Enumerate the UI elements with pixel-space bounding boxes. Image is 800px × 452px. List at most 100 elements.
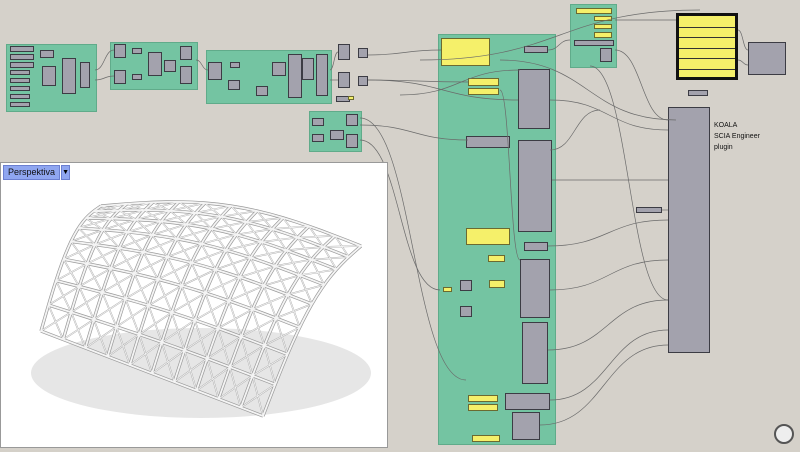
- component[interactable]: [80, 62, 90, 88]
- component[interactable]: [316, 54, 328, 96]
- yellow-panel[interactable]: [468, 395, 498, 402]
- yellow-panel[interactable]: [488, 255, 505, 262]
- yellow-panel[interactable]: [472, 435, 500, 442]
- component[interactable]: [358, 48, 368, 58]
- wire: [614, 49, 669, 121]
- component[interactable]: [288, 54, 302, 98]
- component[interactable]: [132, 48, 142, 54]
- component[interactable]: [524, 242, 548, 251]
- shell-member: [239, 276, 253, 310]
- viewport-tab[interactable]: Perspektiva: [3, 165, 61, 180]
- component[interactable]: [460, 306, 472, 317]
- component[interactable]: [272, 62, 286, 76]
- shell-member: [176, 238, 192, 263]
- yellow-panel[interactable]: [468, 404, 498, 411]
- component[interactable]: [148, 52, 162, 76]
- component[interactable]: [522, 322, 548, 384]
- component[interactable]: [10, 70, 30, 75]
- wire: [547, 39, 571, 51]
- shell-member: [86, 247, 120, 265]
- component[interactable]: [208, 62, 222, 80]
- chevron-down-icon[interactable]: ▼: [61, 165, 71, 180]
- yellow-panel[interactable]: [594, 24, 612, 29]
- component[interactable]: [460, 280, 472, 291]
- component[interactable]: [180, 66, 192, 84]
- yellow-panel[interactable]: [443, 287, 452, 292]
- component[interactable]: [505, 393, 550, 410]
- component[interactable]: [10, 46, 34, 52]
- component[interactable]: [228, 80, 240, 90]
- component[interactable]: [10, 54, 34, 60]
- shell-member: [185, 224, 202, 245]
- component[interactable]: [636, 207, 662, 213]
- component[interactable]: [10, 102, 30, 107]
- yellow-panel-stack[interactable]: [676, 13, 738, 80]
- component[interactable]: [40, 50, 54, 58]
- shell-member: [85, 210, 120, 219]
- wire: [367, 49, 442, 56]
- component[interactable]: [346, 114, 358, 126]
- shell-member: [235, 234, 251, 258]
- wire: [359, 117, 467, 381]
- navigation-compass-icon[interactable]: [774, 424, 794, 444]
- component[interactable]: [338, 72, 350, 88]
- component[interactable]: [330, 130, 344, 140]
- shell-member: [297, 237, 312, 260]
- shell-member: [322, 246, 337, 270]
- component[interactable]: [10, 78, 30, 83]
- component[interactable]: [338, 44, 350, 60]
- component[interactable]: [346, 134, 358, 148]
- component[interactable]: [62, 58, 76, 94]
- shell-member: [40, 311, 72, 332]
- component[interactable]: [230, 62, 240, 68]
- shell-member: [311, 259, 325, 286]
- component[interactable]: [114, 70, 126, 84]
- component[interactable]: [42, 66, 56, 86]
- yellow-panel[interactable]: [466, 228, 510, 245]
- yellow-panel[interactable]: [468, 88, 499, 95]
- component[interactable]: [518, 140, 552, 232]
- component[interactable]: [10, 86, 30, 91]
- wire: [329, 51, 339, 71]
- component[interactable]: [164, 60, 176, 72]
- component[interactable]: [688, 90, 708, 96]
- component[interactable]: [520, 259, 550, 318]
- component[interactable]: [10, 94, 30, 99]
- component[interactable]: [180, 46, 192, 60]
- yellow-panel[interactable]: [576, 8, 612, 14]
- yellow-panel[interactable]: [441, 38, 490, 66]
- yellow-panel[interactable]: [348, 96, 354, 100]
- component[interactable]: [312, 118, 324, 126]
- component[interactable]: [512, 412, 540, 440]
- component[interactable]: [312, 134, 324, 142]
- panel-divider: [679, 26, 735, 28]
- component[interactable]: [748, 42, 786, 75]
- panel-divider: [679, 58, 735, 59]
- component[interactable]: [600, 48, 612, 62]
- yellow-panel[interactable]: [594, 32, 612, 38]
- shell-member: [127, 231, 144, 253]
- wire: [499, 89, 521, 261]
- shell-member: [70, 229, 104, 242]
- wire: [399, 69, 521, 96]
- koala-plugin: plugin: [714, 144, 733, 151]
- component[interactable]: [10, 62, 34, 68]
- yellow-panel[interactable]: [489, 280, 505, 288]
- component[interactable]: [302, 58, 314, 80]
- component[interactable]: [114, 44, 126, 58]
- shell-member: [142, 251, 159, 280]
- yellow-panel[interactable]: [468, 78, 499, 86]
- component[interactable]: [668, 107, 710, 353]
- component[interactable]: [358, 76, 368, 86]
- component[interactable]: [256, 86, 268, 96]
- component[interactable]: [524, 46, 548, 53]
- yellow-panel[interactable]: [594, 16, 612, 21]
- component[interactable]: [466, 136, 510, 148]
- component[interactable]: [574, 40, 614, 46]
- shell-member: [287, 294, 301, 328]
- shell-member: [70, 312, 86, 349]
- component[interactable]: [518, 69, 550, 129]
- rhino-viewport-perspective[interactable]: Perspektiva ▼: [0, 162, 388, 448]
- component[interactable]: [132, 74, 142, 80]
